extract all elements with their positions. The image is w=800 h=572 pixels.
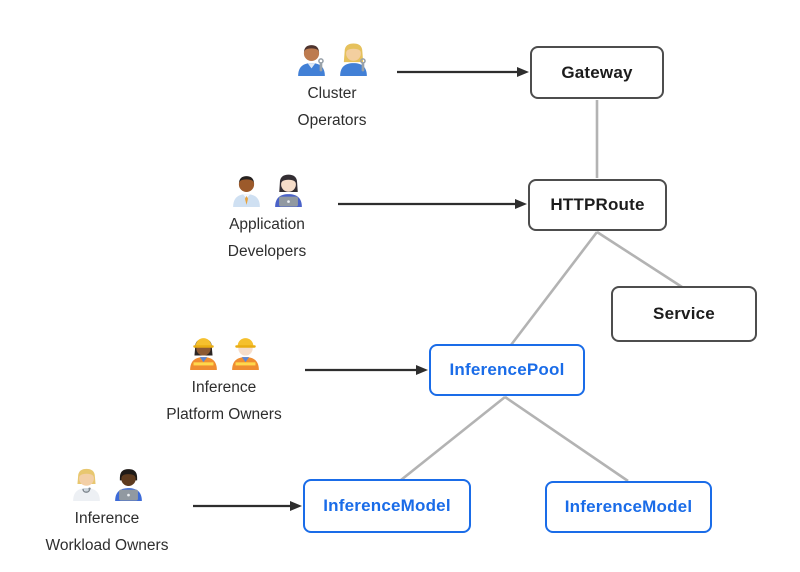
inference-workload-owners-label-line2: Workload Owners (45, 537, 169, 554)
inferencemodel-left-node-label: InferenceModel (323, 496, 451, 515)
man-technologist-emoji (114, 469, 142, 501)
inference-workload-owners-icons (17, 461, 197, 503)
cluster-operators-icons (242, 36, 422, 78)
edge-httproute-inferencepool (509, 231, 599, 346)
application-developers-label-line2: Developers (227, 243, 307, 260)
edge-inferencepool-inferencemodel-left (400, 395, 506, 482)
inference-workload-owners-label-line1: Inference (74, 510, 140, 527)
actor-inference-platform-owners: Inference Platform Owners (134, 330, 314, 426)
cluster-operators-label-line1: Cluster (307, 85, 357, 102)
inferencemodel-right-node-label: InferenceModel (564, 497, 693, 516)
inferencepool-node-label: InferencePool (449, 360, 565, 379)
edge-httproute-service (596, 230, 683, 289)
inferencemodel-left-node: InferenceModel (303, 479, 471, 533)
inferencepool-node: InferencePool (429, 344, 585, 396)
inference-platform-owners-label-line2: Platform Owners (166, 406, 282, 423)
service-node: Service (611, 286, 757, 342)
inference-platform-owners-icons (134, 330, 314, 372)
application-developers-label-line1: Application (229, 216, 305, 233)
actor-cluster-operators: Cluster Operators (242, 36, 422, 132)
actor-application-developers: Application Developers (177, 167, 357, 263)
woman-construction-worker-emoji (189, 338, 217, 370)
man-construction-worker-emoji (231, 338, 259, 370)
inferencemodel-right-node: InferenceModel (545, 481, 712, 533)
man-mechanic-emoji (297, 45, 325, 76)
cluster-operators-label-line2: Operators (297, 112, 367, 129)
gateway-node: Gateway (530, 46, 664, 99)
woman-mechanic-emoji (339, 43, 367, 76)
application-developers-icons (177, 167, 357, 209)
gateway-node-label: Gateway (561, 62, 633, 82)
httproute-node-label: HTTPRoute (550, 195, 645, 214)
actor-inference-workload-owners: Inference Workload Owners (17, 461, 197, 557)
service-node-label: Service (653, 304, 715, 323)
health-worker-emoji (72, 468, 100, 501)
httproute-node: HTTPRoute (528, 179, 667, 231)
woman-technologist-emoji (274, 174, 302, 207)
edge-inferencepool-inferencemodel-right (504, 395, 629, 483)
inference-platform-owners-label-line1: Inference (191, 379, 257, 396)
man-office-worker-emoji (232, 176, 260, 207)
